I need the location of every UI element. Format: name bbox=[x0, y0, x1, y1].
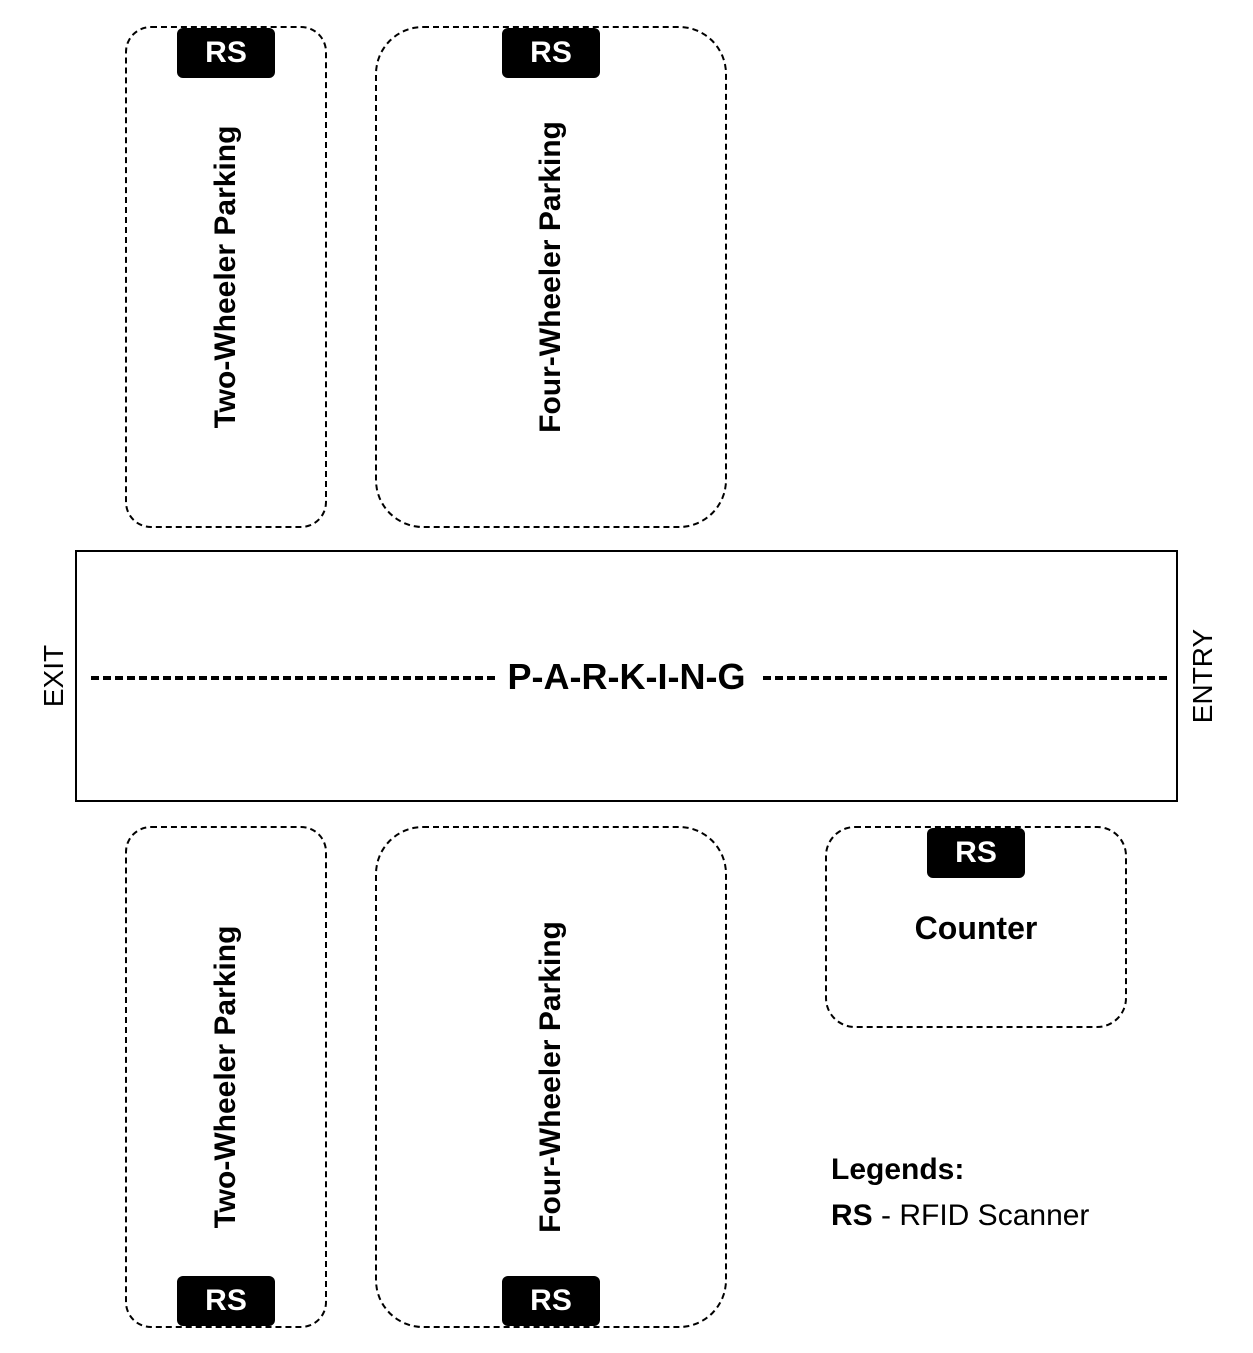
four-wheeler-parking-bottom: RS Four-Wheeler Parking bbox=[375, 826, 727, 1328]
legend-title: Legends: bbox=[831, 1153, 965, 1186]
zone-label: Four-Wheeler Parking bbox=[534, 121, 567, 433]
legend: Legends: RS - RFID Scanner bbox=[831, 1147, 1089, 1239]
parking-road: P-A-R-K-I-N-G bbox=[75, 550, 1178, 802]
two-wheeler-parking-top: RS Two-Wheeler Parking bbox=[125, 26, 327, 528]
zone-label: Two-Wheeler Parking bbox=[209, 925, 242, 1229]
counter-zone: RS Counter bbox=[825, 826, 1127, 1028]
entry-label: ENTRY bbox=[1187, 628, 1218, 724]
legend-meaning: RFID Scanner bbox=[899, 1199, 1090, 1232]
zone-label: Two-Wheeler Parking bbox=[209, 125, 242, 429]
legend-separator: - bbox=[872, 1199, 900, 1232]
legend-item: RS - RFID Scanner bbox=[831, 1193, 1089, 1239]
rfid-scanner-badge: RS bbox=[177, 28, 275, 78]
four-wheeler-parking-top: RS Four-Wheeler Parking bbox=[375, 26, 727, 528]
rfid-scanner-badge: RS bbox=[502, 1276, 600, 1326]
exit-label: EXIT bbox=[38, 644, 69, 708]
lane-divider-left bbox=[91, 676, 495, 680]
rfid-scanner-badge: RS bbox=[177, 1276, 275, 1326]
rfid-scanner-badge: RS bbox=[502, 28, 600, 78]
lane-divider-right bbox=[763, 676, 1167, 680]
legend-abbr: RS bbox=[831, 1199, 873, 1232]
road-label: P-A-R-K-I-N-G bbox=[507, 656, 746, 697]
two-wheeler-parking-bottom: RS Two-Wheeler Parking bbox=[125, 826, 327, 1328]
counter-label: Counter bbox=[914, 910, 1038, 946]
zone-label: Four-Wheeler Parking bbox=[534, 921, 567, 1233]
rfid-scanner-badge: RS bbox=[927, 828, 1025, 878]
